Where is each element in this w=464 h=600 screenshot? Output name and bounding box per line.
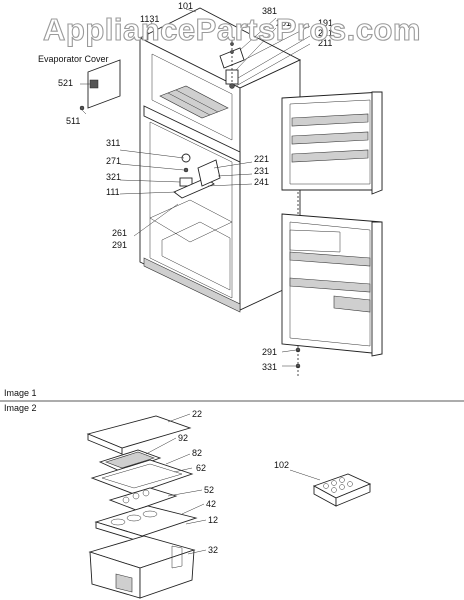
callout-221: 221 (254, 154, 269, 164)
callout-231: 231 (254, 166, 269, 176)
callout-521: 521 (58, 78, 73, 88)
callout-311: 311 (106, 138, 120, 148)
section-label-image1: Image 1 (4, 388, 37, 398)
evaporator-cover (79, 59, 121, 111)
callout-101: 101 (178, 1, 193, 11)
section-label-image2: Image 2 (4, 403, 37, 413)
callout-42: 42 (206, 499, 216, 509)
callout-22: 22 (192, 409, 202, 419)
ice-cube-tray-102 (312, 473, 372, 507)
leader-lines-image1 (80, 8, 311, 367)
callout-291-right: 291 (262, 347, 277, 357)
callout-261: 261 (112, 228, 127, 238)
leader-lines-image2 (145, 413, 321, 555)
watermark: AppliancePartsPros.com (43, 12, 421, 47)
callout-evaporator-cover: Evaporator Cover (38, 54, 109, 64)
callout-191: 191 (318, 18, 333, 28)
callout-111: 111 (106, 187, 120, 197)
callout-321: 321 (106, 172, 121, 182)
callout-241: 241 (254, 177, 269, 187)
cabinet-assembly (138, 7, 302, 313)
freezer-door (281, 91, 383, 195)
callout-102: 102 (274, 460, 289, 470)
fresh-food-door (281, 192, 383, 376)
control-parts (173, 153, 221, 199)
callout-331: 331 (262, 362, 277, 372)
callout-32: 32 (208, 545, 218, 555)
callout-92: 92 (178, 433, 188, 443)
callout-12: 12 (208, 515, 218, 525)
callout-271: 271 (106, 156, 121, 166)
callout-381: 381 (262, 6, 277, 16)
callout-211: 211 (318, 38, 332, 48)
top-hinge-parts (219, 28, 245, 89)
callout-221-top: 221 (318, 28, 333, 38)
callout-201: 201 (276, 18, 291, 28)
ice-bin-assembly (86, 415, 198, 599)
callout-62: 62 (196, 463, 206, 473)
callout-291-left: 291 (112, 240, 127, 250)
callout-52: 52 (204, 485, 214, 495)
callout-1131: 1131 (140, 14, 159, 24)
callout-511: 511 (66, 116, 80, 126)
callout-82: 82 (192, 448, 202, 458)
